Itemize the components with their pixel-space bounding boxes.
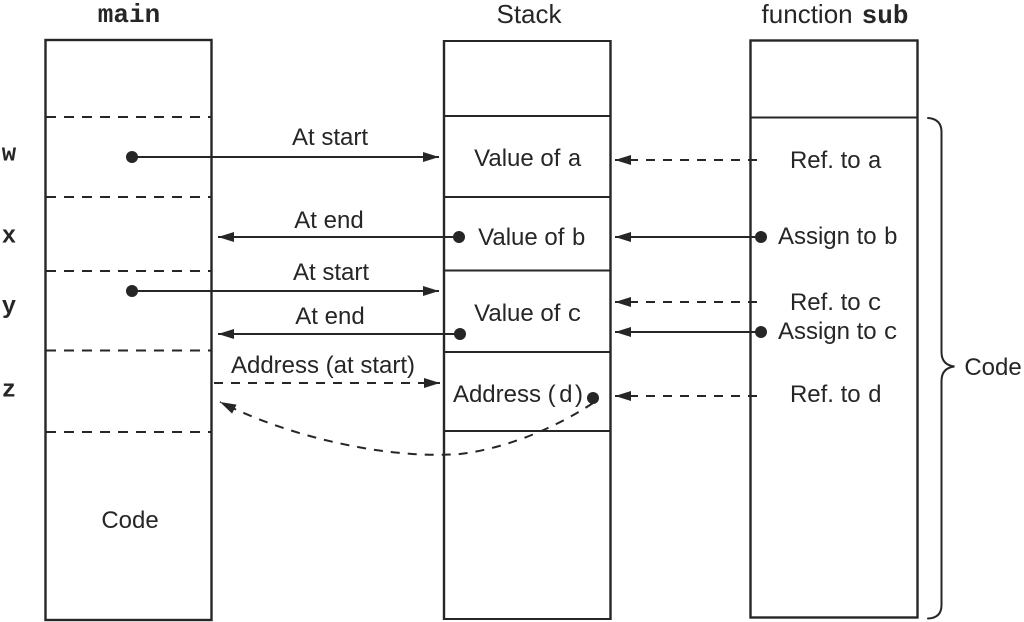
main-column-title: main <box>98 0 160 30</box>
arrow-label-at-start-w: At start <box>292 124 368 151</box>
main-memory-box <box>44 38 213 622</box>
main-code-label: Code <box>101 507 158 534</box>
sub-title-word: sub <box>862 1 909 31</box>
main-var-label-w: w <box>2 142 17 169</box>
stack-cell-address-d: Address (d) <box>453 381 583 410</box>
main-var-label-x: x <box>2 224 16 251</box>
arrow-label-at-end-x: At end <box>294 207 363 234</box>
stack-column-title: Stack <box>496 0 562 29</box>
arrow-label-at-end-y: At end <box>295 303 364 330</box>
origin-dot-address-d <box>587 392 599 404</box>
arrow-label-address-at-start: Address (at start) <box>231 352 415 379</box>
arrow-label-at-start-y: At start <box>293 259 369 286</box>
code-brace <box>927 117 955 620</box>
brace-code-label: Code <box>964 354 1021 381</box>
function-sub-column-title: function sub <box>762 0 909 31</box>
arrow-address-d-back-to-z <box>219 401 594 456</box>
main-var-label-z: z <box>2 378 16 405</box>
main-var-label-y: y <box>2 294 16 321</box>
function-title-word: function <box>762 0 853 29</box>
function-sub-box <box>749 39 919 619</box>
